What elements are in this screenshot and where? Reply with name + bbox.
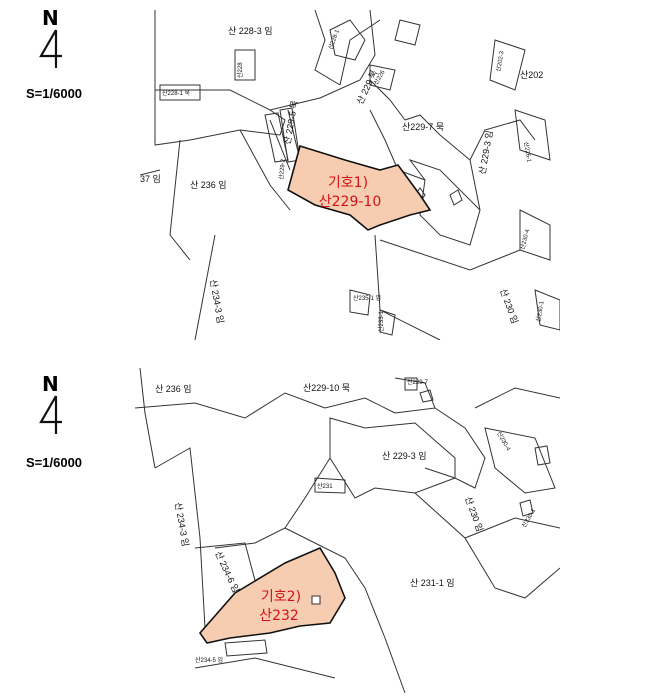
parcel-boundary — [314, 477, 346, 494]
parcel-boundary — [489, 39, 526, 91]
parcel-marker — [311, 595, 321, 605]
parcel-label: 산234-5 임 — [195, 656, 223, 664]
parcel-label: 산230-1 — [534, 300, 546, 323]
parcel-boundary — [474, 387, 560, 409]
parcel-boundary — [379, 309, 396, 336]
parcel-boundary — [534, 289, 560, 331]
north-indicator: N — [30, 374, 80, 436]
parcel-label: 산231 — [317, 482, 333, 490]
parcel-boundary — [394, 407, 486, 489]
parcel-boundary — [154, 10, 376, 111]
parcel-boundary — [369, 64, 396, 91]
parcel-symbol-label: 기호1) — [328, 175, 368, 191]
parcel-boundary — [154, 447, 206, 629]
parcel-label: 산228 — [236, 62, 244, 78]
parcel-label: 산 231-1 임 — [410, 577, 455, 588]
parcel-label: 산 234-3 임 — [173, 501, 192, 547]
north-arrow-icon — [39, 29, 62, 68]
parcel-boundary — [339, 19, 381, 86]
parcel-boundary — [349, 289, 371, 316]
parcel-boundary — [449, 189, 463, 206]
parcel-boundary — [419, 389, 434, 403]
parcel-number-label: 산229-10 — [319, 194, 381, 210]
parcel-symbol-label: 기호2) — [261, 589, 301, 605]
parcel-boundary — [534, 445, 551, 466]
parcel-boundary — [414, 492, 560, 599]
parcel-boundary — [469, 119, 536, 161]
parcel-boundary — [314, 10, 341, 86]
parcel-boundary — [194, 234, 216, 340]
parcel-boundary — [329, 417, 456, 499]
parcel-boundary — [519, 209, 551, 261]
parcel-boundary — [404, 377, 418, 391]
parcel-label: 산 229-3 임 — [476, 130, 495, 176]
parcel-boundary — [369, 109, 426, 181]
parcel-label: 산235-1 임 — [353, 294, 381, 302]
parcel-label: 산 230 임 — [498, 287, 521, 325]
parcel-label: 산226-1 — [522, 141, 534, 164]
parcel-boundary — [484, 427, 556, 494]
parcel-label: 산229-2 — [277, 158, 287, 180]
parcel-label: 산 229 묵 — [355, 68, 380, 105]
parcel-label: 산202-3 — [494, 50, 506, 73]
parcel-boundary — [214, 457, 331, 549]
parcel-label: 산 234-3 임 — [208, 278, 227, 324]
parcel-boundary — [439, 134, 481, 211]
parcel-boundary — [404, 114, 441, 136]
parcel-boundary — [394, 19, 421, 46]
north-indicator: N — [30, 8, 80, 70]
parcel-boundary — [224, 639, 268, 657]
parcel-boundary — [379, 239, 521, 271]
parcel-number-label: 산232 — [259, 608, 299, 624]
parcel-boundary — [519, 499, 534, 517]
north-label: N — [42, 6, 59, 30]
parcel-label: 산229-7 묵 — [402, 122, 444, 132]
parcel-boundary — [408, 159, 481, 246]
cadastral-map-2: 기호2) 산232 산 236 임 산229-10 묵 산 229-3 임 산 … — [135, 368, 560, 693]
cadastral-map-1: 기호1) 산229-10 산 228-3 임 산229-7 묵 산 229-3 … — [140, 10, 560, 340]
parcel-label: 산 230 임 — [463, 495, 486, 533]
scale-label: S=1/6000 — [26, 455, 83, 470]
parcel-label: 산229-7 — [407, 378, 429, 386]
scale-label: S=1/6000 — [26, 86, 83, 101]
parcel-boundary — [329, 19, 366, 61]
parcel-boundary — [464, 517, 560, 539]
parcel-label: 산 236 임 — [155, 383, 192, 394]
parcel-boundary — [159, 84, 201, 101]
parcel-boundary — [169, 139, 191, 261]
north-arrow-icon — [39, 395, 62, 434]
parcel-label: 산 229-3 임 — [382, 450, 427, 461]
parcel-label: 산233-1 — [377, 310, 385, 332]
parcel-label: 산228-1 묵 — [162, 89, 191, 97]
parcel-label: 산230-1 — [520, 506, 538, 529]
parcel-boundary — [234, 49, 256, 81]
highlighted-parcel — [287, 144, 432, 231]
parcel-label: 산229-10 묵 — [303, 383, 350, 393]
parcel-label: 산 228-3 임 — [228, 25, 273, 36]
parcel-label: 산228-1 — [326, 28, 341, 51]
parcel-boundary — [514, 109, 551, 161]
highlighted-parcel — [198, 546, 346, 644]
parcel-boundary — [194, 657, 336, 679]
parcel-boundary — [239, 129, 291, 211]
parcel-boundary — [140, 169, 161, 176]
parcel-boundary — [139, 368, 156, 469]
parcel-boundary — [284, 527, 406, 693]
map-panel-2: N S=1/6000 — [0, 358, 663, 700]
parcel-boundary — [264, 112, 289, 163]
map-panel-1: N S=1/6000 — [0, 0, 663, 345]
parcel-label: 산202 — [520, 70, 543, 80]
parcel-label: 37 임 — [140, 173, 161, 184]
parcel-boundary — [269, 119, 291, 171]
parcel-boundary — [135, 392, 396, 419]
parcel-label: 산 236 임 — [190, 179, 227, 190]
north-label: N — [42, 372, 59, 396]
parcel-label: 산 234-6 임 — [213, 549, 242, 594]
